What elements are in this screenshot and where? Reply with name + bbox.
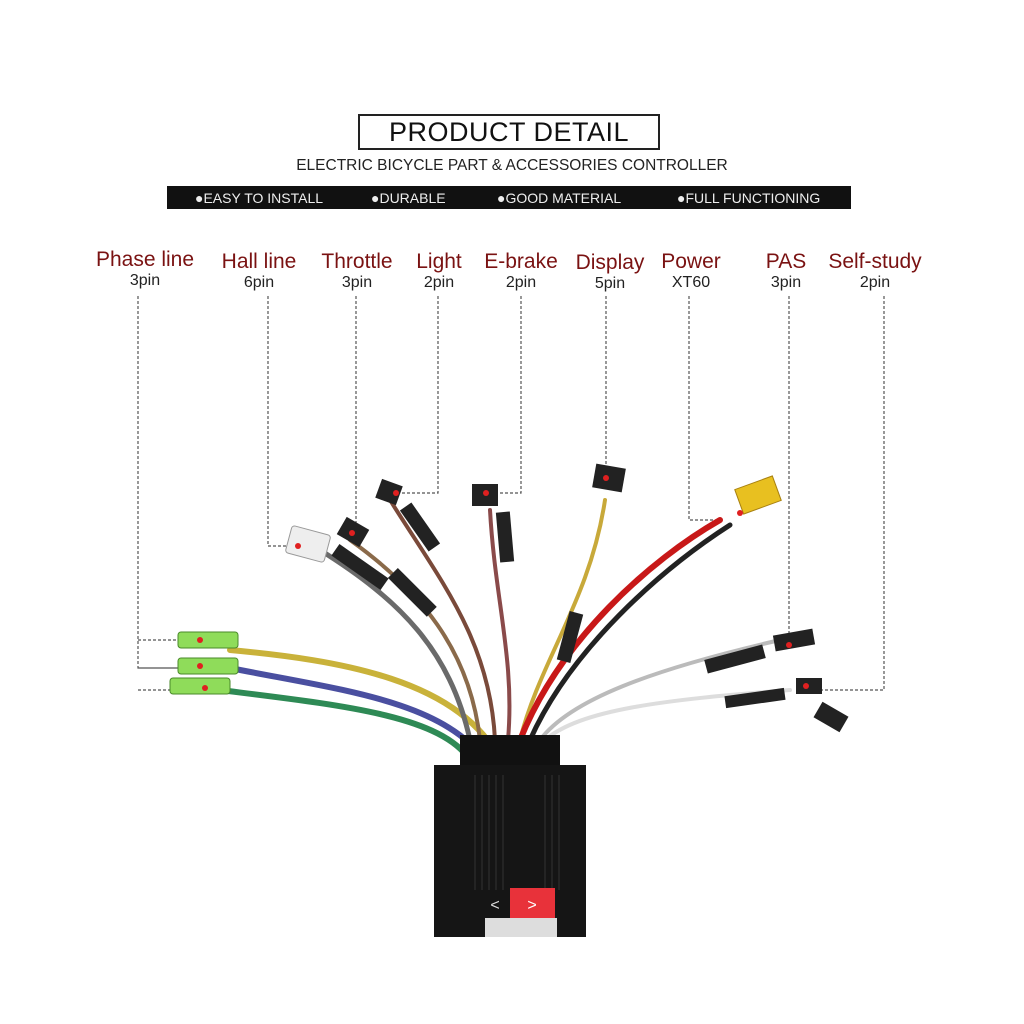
hall-connector: [285, 525, 331, 563]
connector-pins: 3pin: [341, 274, 373, 291]
connector-pins: 2pin: [859, 274, 891, 291]
connector-pins: XT60: [671, 274, 711, 291]
connector-name: Power: [661, 250, 721, 273]
selfstudy-plug: [813, 701, 849, 733]
connector-pins: 3pin: [770, 274, 802, 291]
page-title: PRODUCT DETAIL: [358, 114, 660, 150]
leader-hall: [267, 296, 298, 547]
phase-connector: [169, 677, 231, 695]
connector-pins: 6pin: [243, 274, 275, 291]
connector-name: Self-study: [828, 250, 922, 273]
connector-pins: 5pin: [594, 275, 626, 292]
connector-pins: 2pin: [505, 274, 537, 291]
feature-item: ●EASY TO INSTALL: [195, 189, 324, 206]
leader-selfstudy: [806, 296, 885, 691]
connector-name: PAS: [765, 250, 807, 273]
phase-connector: [177, 657, 239, 675]
svg-text:<: <: [490, 897, 499, 914]
connector-name: Phase line: [95, 248, 195, 271]
svg-text:>: >: [527, 897, 536, 914]
connector-name: Light: [416, 250, 462, 273]
connector-name: E-brake: [484, 250, 558, 273]
xt60-connector: [734, 475, 782, 515]
sticker: [510, 888, 555, 918]
light-connector: [375, 478, 403, 506]
connector-pins: 2pin: [423, 274, 455, 291]
leader-phase: [137, 296, 182, 691]
feature-item: ●GOOD MATERIAL: [497, 189, 622, 206]
connector-name: Display: [575, 251, 645, 274]
feature-item: ●FULL FUNCTIONING: [677, 189, 821, 206]
connector-name: Throttle: [321, 250, 393, 273]
subtitle: ELECTRIC BICYCLE PART & ACCESSORIES CONT…: [296, 157, 728, 174]
leader-throttle: [352, 296, 357, 531]
pas-connector: [772, 628, 816, 652]
feature-band: ●EASY TO INSTALL ●DURABLE ●GOOD MATERIAL…: [167, 186, 851, 209]
connectors: [169, 463, 849, 733]
feature-item: ●DURABLE: [371, 189, 446, 206]
leader-light: [396, 296, 439, 494]
connector-pins: 3pin: [129, 272, 161, 289]
controller-box: > <: [434, 735, 586, 937]
connector-name: Hall line: [221, 250, 297, 273]
leader-power: [688, 296, 720, 521]
phase-connector: [177, 631, 239, 649]
leader-ebrake: [486, 296, 522, 494]
sleeves: [331, 502, 786, 709]
